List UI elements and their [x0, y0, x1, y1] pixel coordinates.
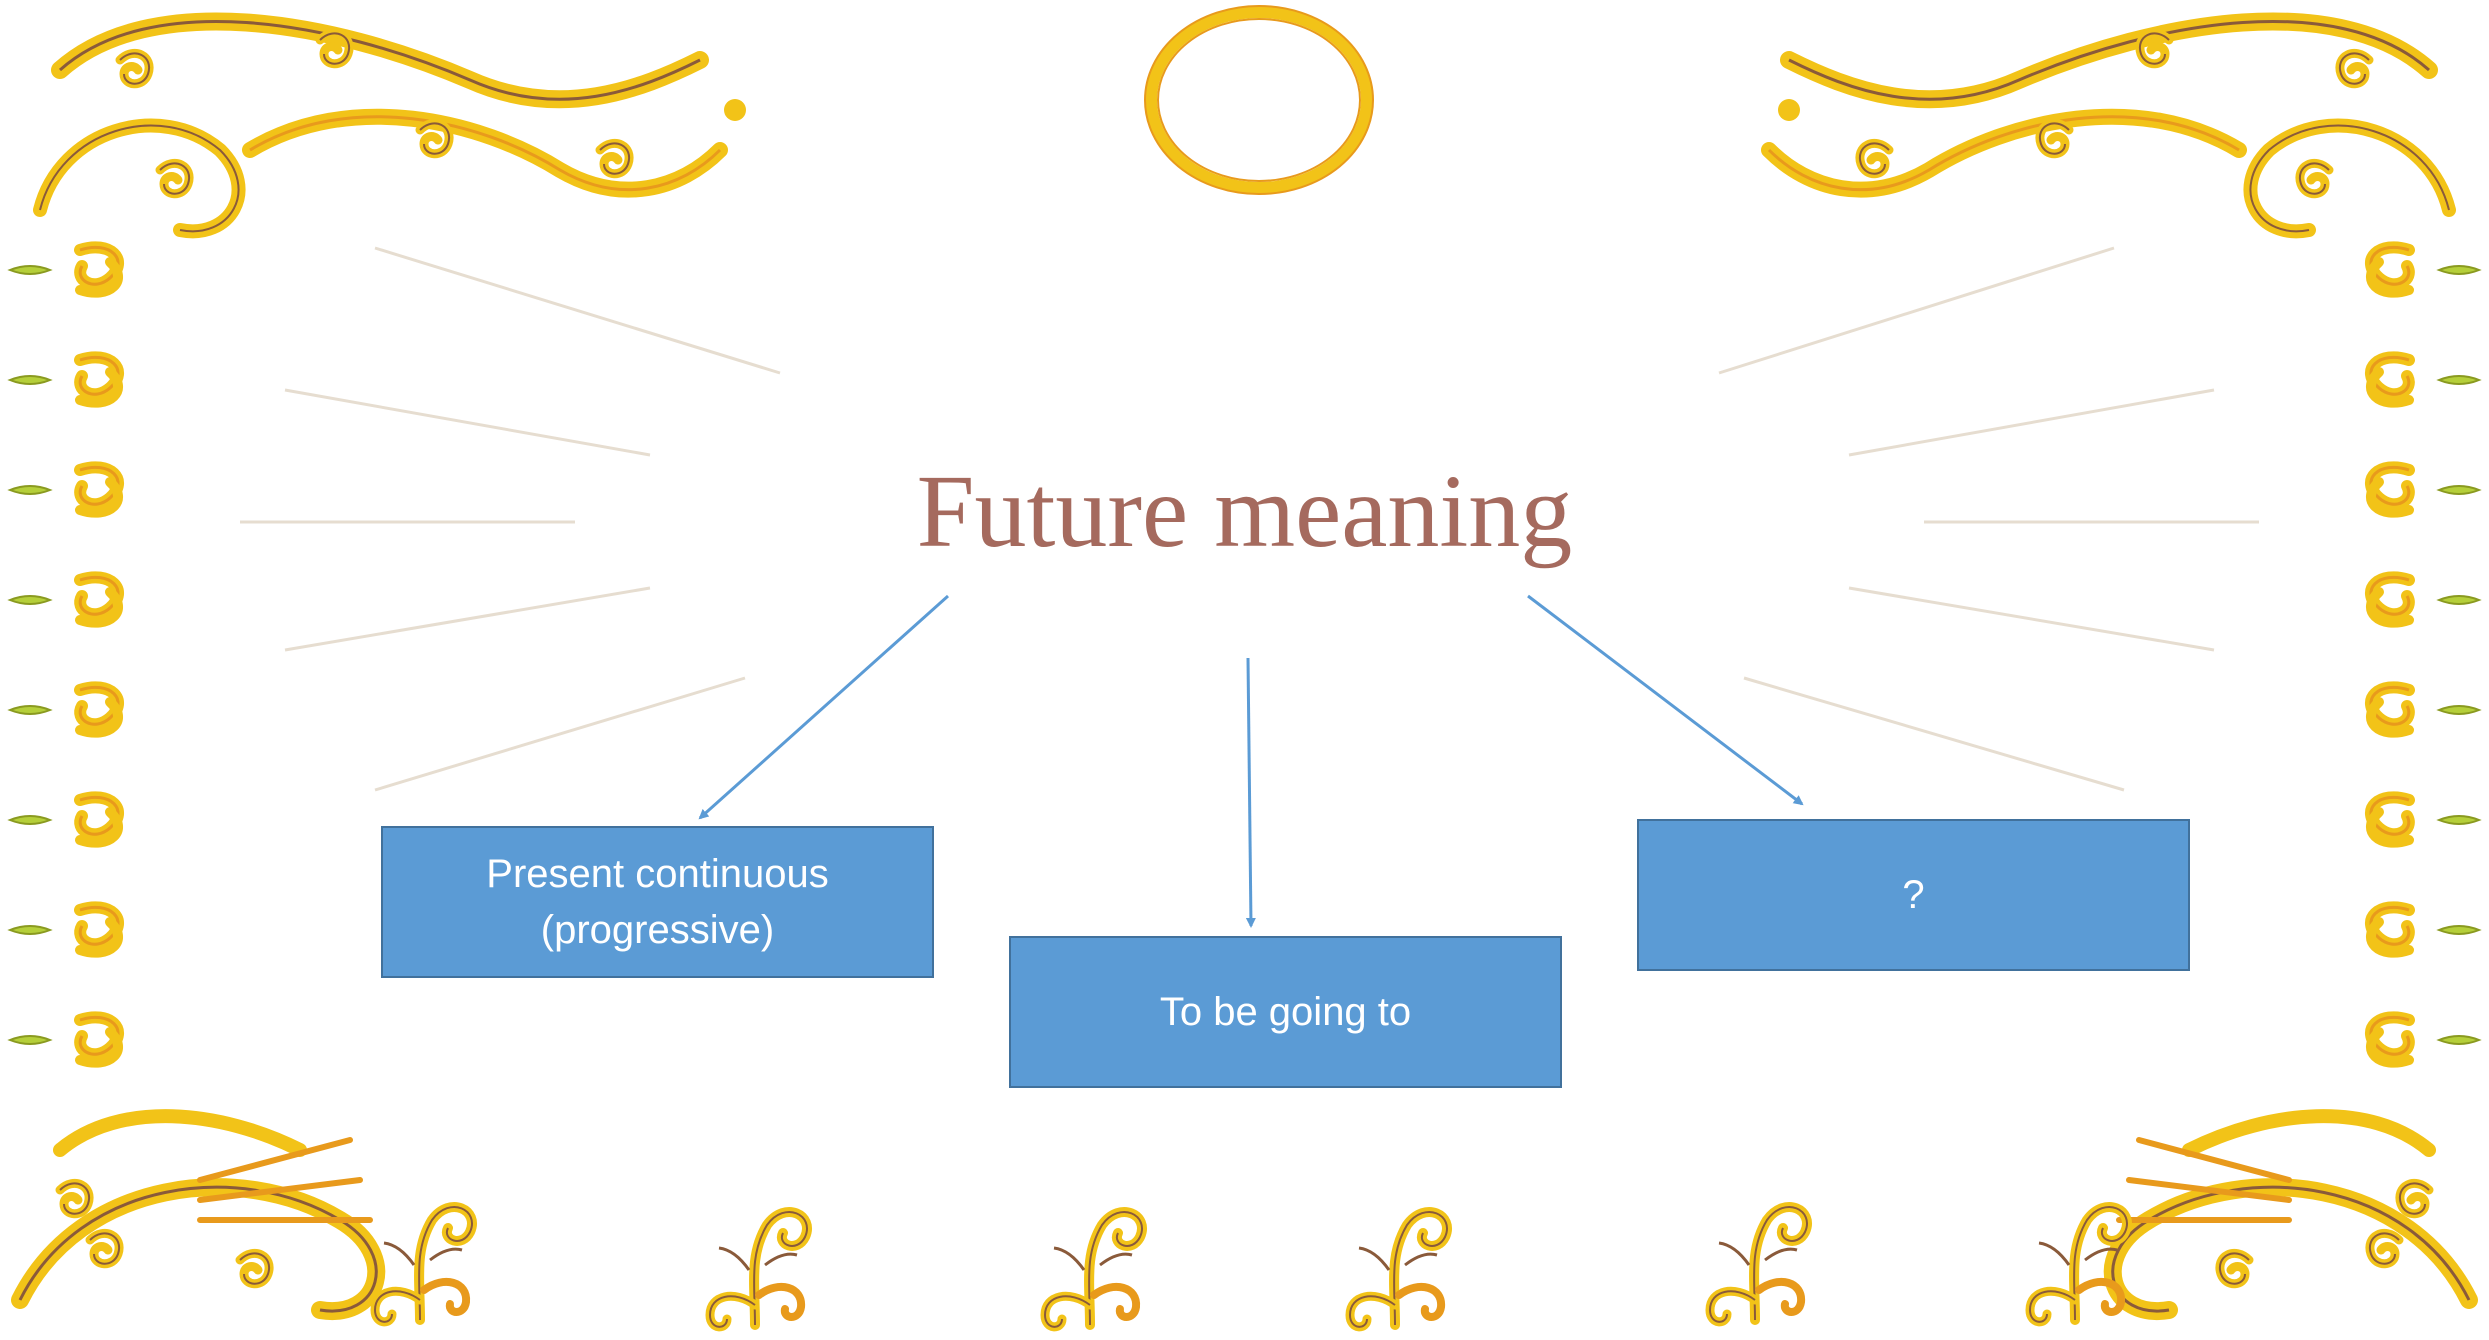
node-label-line2: (progressive)	[540, 908, 775, 952]
side-ornament-right	[2371, 247, 2479, 1062]
corner-ornament-top-left	[33, 12, 746, 239]
side-ornament-left	[10, 247, 118, 1062]
node-label-line1: ?	[1902, 873, 1925, 917]
sun-rays	[240, 246, 2259, 792]
corner-ornament-bottom-left	[11, 1109, 386, 1321]
corner-ornament-top-right	[1761, 12, 2456, 239]
node-to-be-going-to: To be going to	[1009, 936, 1562, 1088]
node-label-line1: To be going to	[1159, 990, 1412, 1034]
sun-ring	[1144, 5, 1374, 195]
arrow-to-present-continuous	[698, 594, 950, 820]
node-label-line1: Present continuous	[486, 852, 829, 896]
node-unknown: ?	[1637, 819, 2190, 971]
arrow-to-to-be-going-to	[1245, 657, 1256, 928]
connector-arrows	[698, 594, 1804, 928]
node-present-continuous: Present continuous (progressive)	[381, 826, 934, 978]
diagram-title: Future meaning	[916, 454, 1573, 569]
fern-sprouts	[375, 1207, 2127, 1327]
corner-ornament-bottom-right	[2103, 1109, 2478, 1321]
arrow-to-unknown	[1527, 594, 1804, 806]
